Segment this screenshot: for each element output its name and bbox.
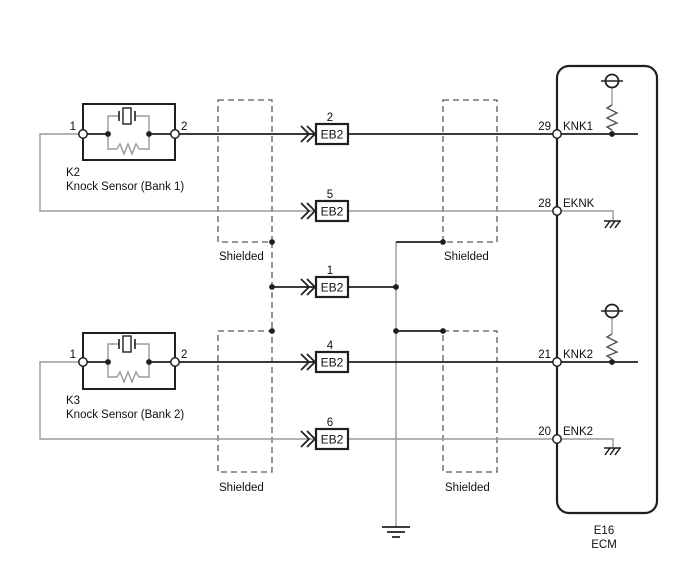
ecm-pin-number: 29 — [538, 121, 551, 133]
resistor-icon — [116, 142, 140, 156]
chevron-icon — [300, 278, 311, 296]
earth-ground-icon — [382, 526, 410, 538]
k3-branch — [135, 343, 150, 362]
k3-id-label: K3 — [66, 395, 80, 407]
eb2-box — [314, 199, 350, 223]
k2-terminal-2 — [170, 129, 180, 139]
eb2-pin-number: 5 — [327, 189, 333, 201]
eb2-pin-number: 4 — [327, 340, 334, 352]
eb2-code: EB2 — [321, 205, 344, 219]
eb2-pin-number: 2 — [327, 112, 333, 124]
shield-box-lower-right — [442, 330, 498, 473]
eb2-connector-pin5: EB2 5 — [300, 189, 350, 223]
k3-terminal-1 — [78, 357, 88, 367]
ecm-pin-signal: ENK2 — [563, 426, 593, 438]
resistor-icon — [605, 104, 619, 131]
eb2-connector-pin2: EB2 2 — [300, 112, 350, 146]
ecm-pin-21 — [552, 357, 562, 367]
chevron-icon — [300, 202, 311, 220]
eb2-box — [314, 427, 350, 451]
ecm-pin-number: 20 — [538, 426, 551, 438]
wire-enk2 — [39, 361, 614, 447]
wires-gray — [39, 88, 614, 527]
piezo-element-icon — [122, 107, 132, 125]
k2-branch — [135, 115, 150, 134]
eb2-code: EB2 — [321, 281, 344, 295]
ecm-name-label: ECM — [591, 539, 617, 551]
eb2-box — [314, 275, 350, 299]
eb2-pin-number: 6 — [327, 417, 333, 429]
chassis-ground-icon — [604, 220, 621, 229]
ecm-pin-signal: KNK1 — [563, 121, 593, 133]
k2-branch — [107, 134, 117, 150]
eb2-connector-pin4: EB2 4 — [300, 340, 350, 374]
k3-terminal-1-label: 1 — [70, 349, 76, 361]
resistor-icon — [116, 370, 140, 384]
power-circle-icon — [604, 303, 620, 319]
eb2-code: EB2 — [321, 128, 344, 142]
eb2-box — [314, 350, 350, 374]
resistor-icon — [605, 333, 619, 360]
ecm-id-label: E16 — [594, 525, 614, 537]
ecm-pin-28 — [552, 206, 562, 216]
k3-name-label: Knock Sensor (Bank 2) — [66, 409, 184, 421]
k2-name-label: Knock Sensor (Bank 1) — [66, 181, 184, 193]
chassis-ground-icon — [604, 447, 621, 456]
shield-box-upper-right — [442, 99, 498, 243]
eb2-connector-pin1: EB2 1 — [300, 265, 350, 299]
piezo-element-icon — [122, 335, 132, 353]
k3-branch — [107, 362, 117, 378]
knock-sensor-bank1: 1 2 K2 Knock Sensor (Bank 1) — [66, 103, 187, 193]
k2-terminal-1-label: 1 — [70, 121, 76, 133]
ecm: 29 KNK1 28 EKNK 21 KNK2 20 ENK2 E16 ECM — [538, 64, 659, 551]
chevron-icon — [300, 353, 311, 371]
ecm-pin-number: 21 — [538, 349, 551, 361]
ecm-pin-signal: EKNK — [563, 198, 595, 210]
k2-terminal-1 — [78, 129, 88, 139]
knock-sensor-bank2: 1 2 K3 Knock Sensor (Bank 2) — [66, 332, 187, 421]
shield-label-lower-left: Shielded — [219, 482, 264, 494]
eb2-box — [314, 122, 350, 146]
shield-box-upper-left — [217, 99, 273, 243]
k2-branch — [139, 134, 150, 150]
eb2-code: EB2 — [321, 433, 344, 447]
k3-terminal-2-label: 2 — [181, 349, 187, 361]
eb2-code: EB2 — [321, 356, 344, 370]
wires-dark — [83, 133, 638, 363]
ecm-box — [555, 64, 659, 515]
ecm-pin-number: 28 — [538, 198, 551, 210]
wire-eknk — [39, 133, 614, 220]
shield-label-lower-right: Shielded — [445, 482, 490, 494]
eb2-pin-number: 1 — [327, 265, 333, 277]
k3-terminal-2 — [170, 357, 180, 367]
chevron-icon — [300, 430, 311, 448]
ecm-pin-20 — [552, 434, 562, 444]
ecm-pin-signal: KNK2 — [563, 349, 593, 361]
power-circle-icon — [604, 73, 620, 89]
k3-branch — [139, 362, 150, 378]
shield-label-upper-left: Shielded — [219, 251, 264, 263]
junction-dots — [105, 131, 615, 365]
ecm-pin-29 — [552, 129, 562, 139]
shield-box-lower-left — [217, 330, 273, 473]
k2-terminal-2-label: 2 — [181, 121, 187, 133]
k3-branch — [107, 343, 119, 362]
shield-label-upper-right: Shielded — [444, 251, 489, 263]
eb2-connector-pin6: EB2 6 — [300, 417, 350, 451]
shield-boxes: Shielded Shielded Shielded Shielded — [217, 99, 498, 494]
chevron-icon — [300, 125, 311, 143]
k2-id-label: K2 — [66, 167, 80, 179]
k2-branch — [107, 115, 119, 134]
